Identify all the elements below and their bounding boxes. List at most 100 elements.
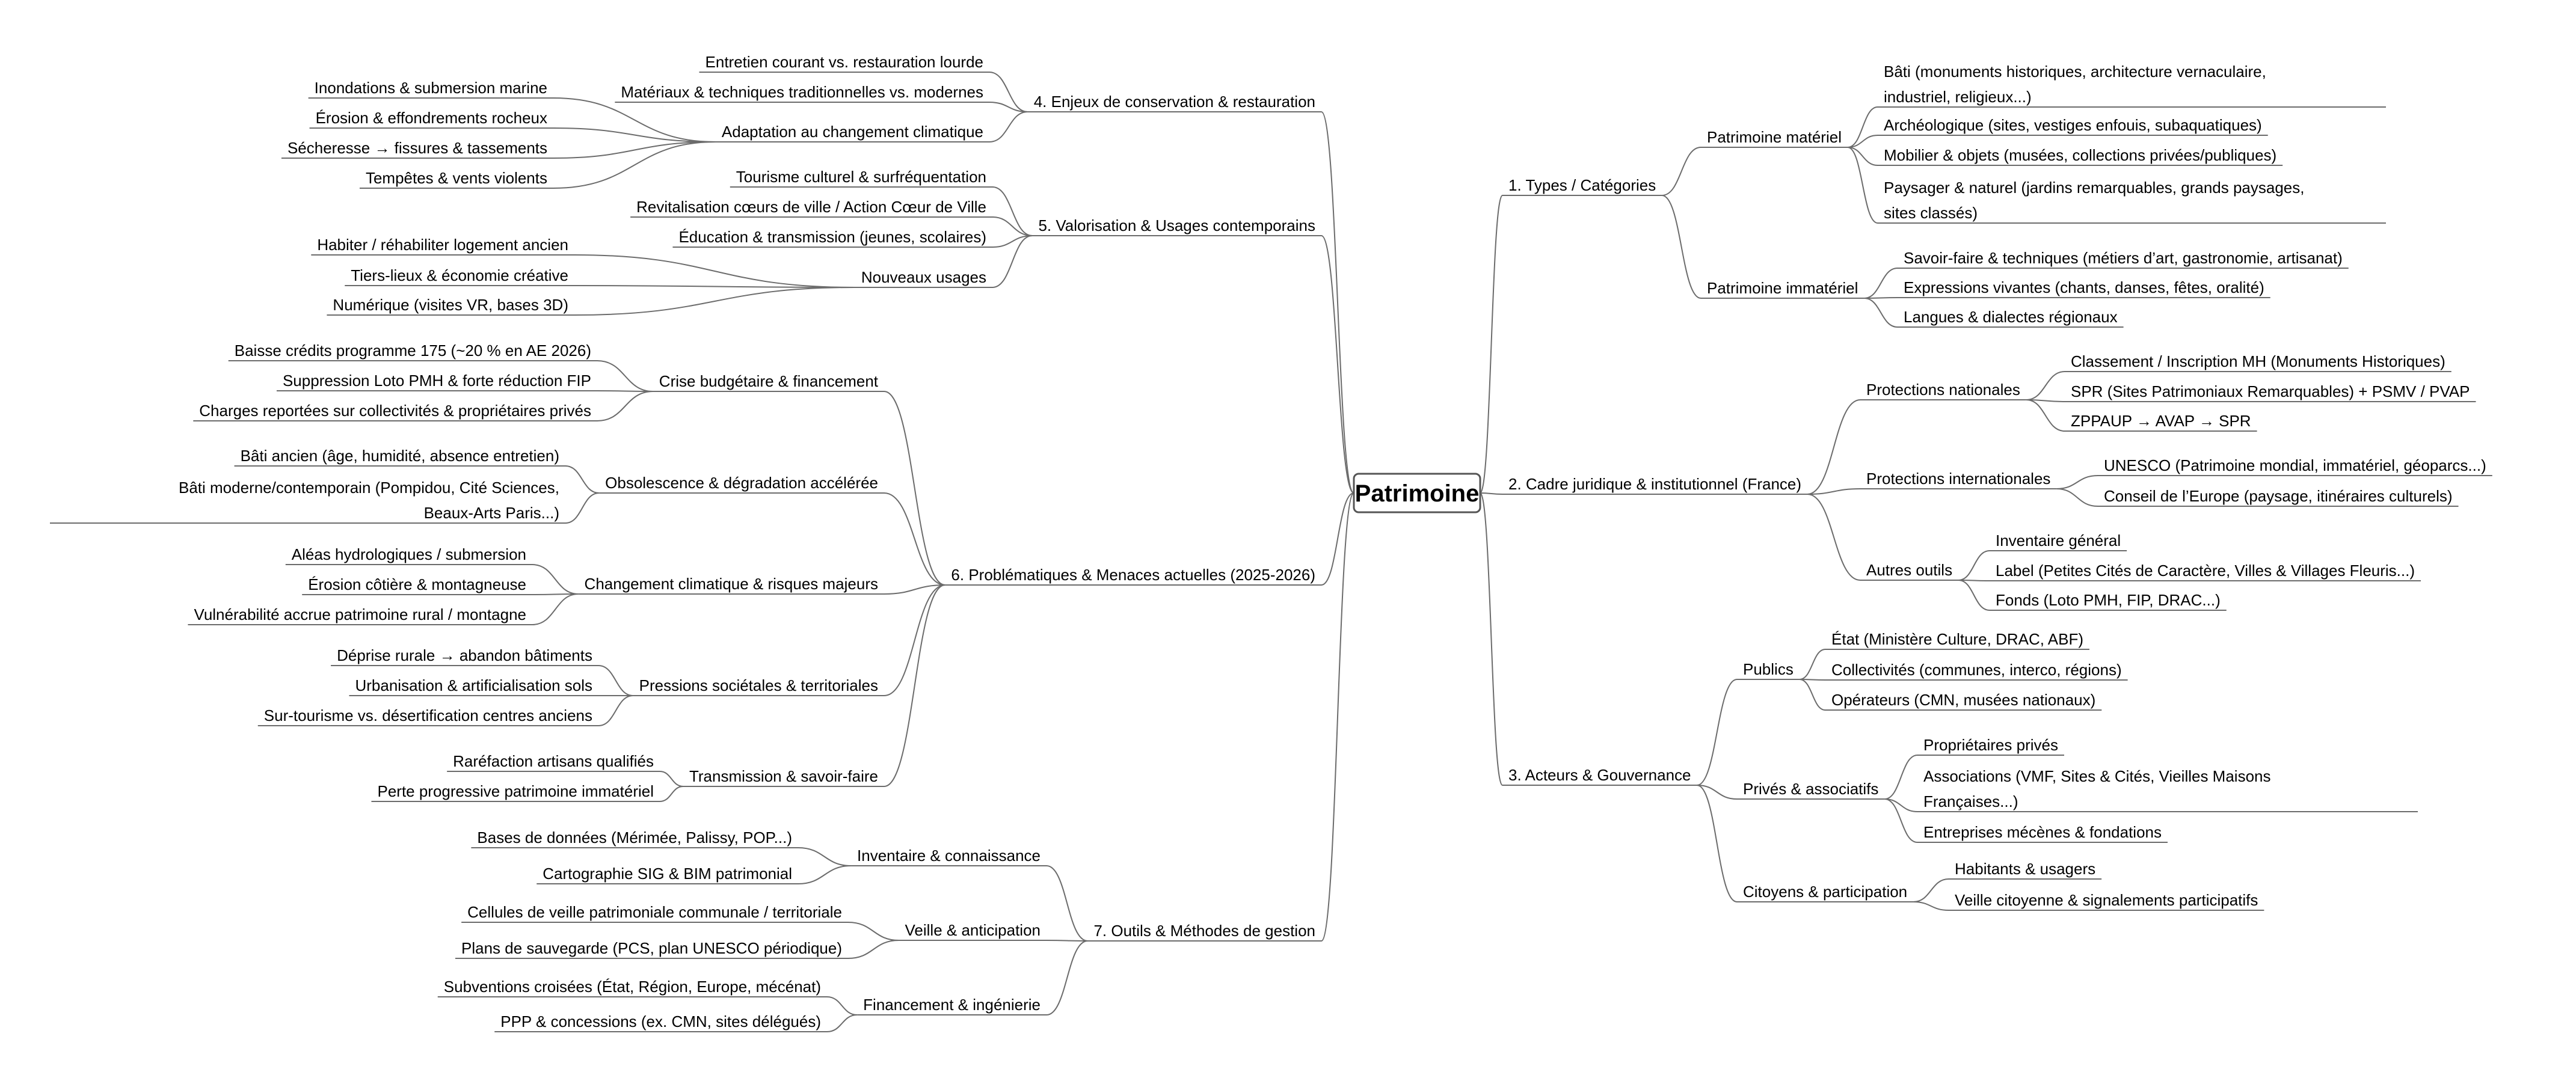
node-depth-3[interactable]: Érosion & effondrements rocheux <box>316 109 547 127</box>
node-depth-2[interactable]: Patrimoine immatériel <box>1707 279 1858 297</box>
node-depth-2[interactable]: Transmission & savoir-faire <box>689 767 878 785</box>
node-depth-3[interactable]: Habiter / réhabiliter logement ancien <box>317 236 568 254</box>
node-depth-3[interactable]: Propriétaires privés <box>1923 736 2058 754</box>
node-depth-2[interactable]: Nouveaux usages <box>861 268 986 286</box>
connector-line <box>2026 399 2065 402</box>
node-depth-3[interactable]: Numérique (visites VR, bases 3D) <box>333 296 568 314</box>
node-depth-3[interactable]: Vulnérabilité accrue patrimoine rural / … <box>194 605 526 623</box>
node-depth-3[interactable]: Érosion côtière & montagneuse <box>308 575 526 593</box>
connector-line <box>989 102 1028 112</box>
node-depth-2[interactable]: Protections internationales <box>1866 470 2050 488</box>
node-depth-3[interactable]: Opérateurs (CMN, musées nationaux) <box>1831 691 2095 709</box>
node-depth-3[interactable]: SPR (Sites Patrimoniaux Remarquables) + … <box>2071 382 2470 400</box>
node-depth-3[interactable]: Bâti moderne/contemporain (Pompidou, Cit… <box>179 479 559 522</box>
connector-line <box>532 593 579 595</box>
node-depth-3[interactable]: Cellules de veille patrimoniale communal… <box>467 903 842 921</box>
node-label: Baisse crédits programme 175 (~20 % en A… <box>235 341 591 360</box>
node-depth-3[interactable]: Classement / Inscription MH (Monuments H… <box>2071 352 2445 370</box>
node-depth-3[interactable]: Expressions vivantes (chants, danses, fê… <box>1904 278 2264 296</box>
node-depth-3[interactable]: Habitants & usagers <box>1955 860 2095 878</box>
node-depth-3[interactable]: Raréfaction artisans qualifiés <box>453 752 654 770</box>
node-depth-2[interactable]: Veille & anticipation <box>905 921 1041 939</box>
node-depth-2[interactable]: Entretien courant vs. restauration lourd… <box>705 53 983 71</box>
node-depth-3[interactable]: Cartographie SIG & BIM patrimonial <box>543 865 792 883</box>
node-label: PPP & concessions (ex. CMN, sites délégu… <box>500 1012 821 1031</box>
node-depth-2[interactable]: Adaptation au changement climatique <box>722 123 983 141</box>
connector-line <box>1697 679 1738 786</box>
node-depth-3[interactable]: Paysager & naturel (jardins remarquables… <box>1884 179 2305 222</box>
node-depth-3[interactable]: Sur-tourisme vs. désertification centres… <box>264 706 592 724</box>
node-depth-1[interactable]: 3. Acteurs & Gouvernance <box>1508 766 1691 784</box>
node-depth-3[interactable]: Label (Petites Cités de Caractère, Ville… <box>1996 562 2415 580</box>
node-depth-3[interactable]: Inventaire général <box>1996 531 2121 550</box>
node-depth-2[interactable]: Protections nationales <box>1866 381 2020 399</box>
connector-line <box>659 786 684 802</box>
node-depth-2[interactable]: Citoyens & participation <box>1743 883 1907 901</box>
node-depth-1[interactable]: 1. Types / Catégories <box>1508 176 1656 194</box>
node-depth-2[interactable]: Inventaire & connaissance <box>857 847 1041 865</box>
node-depth-3[interactable]: Suppression Loto PMH & forte réduction F… <box>283 372 591 390</box>
node-depth-3[interactable]: Associations (VMF, Sites & Cités, Vieill… <box>1923 767 2271 810</box>
node-depth-3[interactable]: Baisse crédits programme 175 (~20 % en A… <box>235 341 591 360</box>
node-depth-1[interactable]: 6. Problématiques & Menaces actuelles (2… <box>951 566 1315 584</box>
node-depth-1[interactable]: 4. Enjeux de conservation & restauration <box>1034 93 1315 111</box>
node-depth-3[interactable]: État (Ministère Culture, DRAC, ABF) <box>1831 630 2083 648</box>
node-depth-3[interactable]: Archéologique (sites, vestiges enfouis, … <box>1884 116 2262 134</box>
node-depth-3[interactable]: Sécheresse → fissures & tassements <box>287 139 547 157</box>
node-label: Perte progressive patrimoine immatériel <box>377 782 654 800</box>
node-depth-2[interactable]: Matériaux & techniques traditionnelles v… <box>621 83 983 101</box>
node-label: Urbanisation & artificialisation sols <box>355 676 592 694</box>
node-depth-3[interactable]: Plans de sauvegarde (PCS, plan UNESCO pé… <box>461 939 842 957</box>
node-label: ZPPAUP → AVAP → SPR <box>2071 412 2251 430</box>
node-depth-2[interactable]: Éducation & transmission (jeunes, scolai… <box>678 228 986 246</box>
root-node[interactable]: Patrimoine <box>1353 473 1481 513</box>
node-depth-2[interactable]: Revitalisation cœurs de ville / Action C… <box>636 198 986 216</box>
connector-line <box>1799 649 1826 680</box>
node-depth-2[interactable]: Publics <box>1743 660 1794 678</box>
node-depth-2[interactable]: Patrimoine matériel <box>1707 128 1842 146</box>
root-box <box>1353 473 1481 513</box>
node-depth-1[interactable]: 5. Valorisation & Usages contemporains <box>1038 216 1315 234</box>
node-depth-3[interactable]: Langues & dialectes régionaux <box>1904 308 2118 326</box>
node-depth-3[interactable]: Tiers-lieux & économie créative <box>351 266 568 284</box>
node-depth-3[interactable]: Bases de données (Mérimée, Palissy, POP.… <box>477 828 792 847</box>
node-depth-2[interactable]: Tourisme culturel & surfréquentation <box>736 168 986 186</box>
node-depth-2[interactable]: Privés & associatifs <box>1743 780 1878 798</box>
node-depth-2[interactable]: Obsolescence & dégradation accélérée <box>605 474 878 492</box>
node-label: Cellules de veille patrimoniale communal… <box>467 903 842 921</box>
node-depth-3[interactable]: ZPPAUP → AVAP → SPR <box>2071 412 2251 430</box>
node-depth-2[interactable]: Financement & ingénierie <box>863 996 1041 1014</box>
connector-layer <box>50 72 2492 1032</box>
node-depth-3[interactable]: Déprise rurale → abandon bâtiments <box>337 646 592 664</box>
node-depth-3[interactable]: PPP & concessions (ex. CMN, sites délégu… <box>500 1012 821 1031</box>
node-depth-3[interactable]: Entreprises mécènes & fondations <box>1923 823 2162 841</box>
node-depth-3[interactable]: Bâti ancien (âge, humidité, absence entr… <box>241 447 559 465</box>
node-depth-3[interactable]: Mobilier & objets (musées, collections p… <box>1884 146 2276 164</box>
node-depth-3[interactable]: Perte progressive patrimoine immatériel <box>377 782 654 800</box>
node-depth-3[interactable]: Aléas hydrologiques / submersion <box>292 545 526 563</box>
node-depth-3[interactable]: Bâti (monuments historiques, architectur… <box>1884 63 2266 106</box>
node-depth-3[interactable]: Subventions croisées (État, Région, Euro… <box>444 978 821 996</box>
node-depth-1[interactable]: 7. Outils & Méthodes de gestion <box>1093 922 1315 940</box>
node-depth-3[interactable]: Urbanisation & artificialisation sols <box>355 676 592 694</box>
connector-line <box>1958 550 1990 581</box>
node-depth-3[interactable]: Fonds (Loto PMH, FIP, DRAC...) <box>1996 591 2221 609</box>
node-depth-1[interactable]: 2. Cadre juridique & institutionnel (Fra… <box>1508 475 1801 493</box>
node-depth-2[interactable]: Changement climatique & risques majeurs <box>585 575 878 593</box>
node-depth-3[interactable]: Collectivités (communes, interco, région… <box>1831 661 2122 679</box>
node-depth-2[interactable]: Pressions sociétales & territoriales <box>639 676 878 694</box>
node-label: 3. Acteurs & Gouvernance <box>1508 766 1691 784</box>
node-depth-3[interactable]: Charges reportées sur collectivités & pr… <box>199 402 591 420</box>
node-depth-3[interactable]: UNESCO (Patrimoine mondial, immatériel, … <box>2104 456 2486 474</box>
node-depth-2[interactable]: Autres outils <box>1866 561 1952 579</box>
node-depth-3[interactable]: Tempêtes & vents violents <box>366 169 547 187</box>
connector-line <box>1697 785 1738 800</box>
node-label: SPR (Sites Patrimoniaux Remarquables) + … <box>2071 382 2470 400</box>
connector-line <box>989 72 1028 112</box>
node-depth-2[interactable]: Crise budgétaire & financement <box>659 372 879 390</box>
connector-line <box>989 111 1028 142</box>
node-depth-3[interactable]: Inondations & submersion marine <box>315 79 547 97</box>
node-depth-3[interactable]: Conseil de l’Europe (paysage, itinéraire… <box>2104 487 2453 505</box>
node-depth-3[interactable]: Savoir-faire & techniques (métiers d’art… <box>1904 249 2343 267</box>
node-depth-3[interactable]: Veille citoyenne & signalements particip… <box>1955 891 2258 909</box>
